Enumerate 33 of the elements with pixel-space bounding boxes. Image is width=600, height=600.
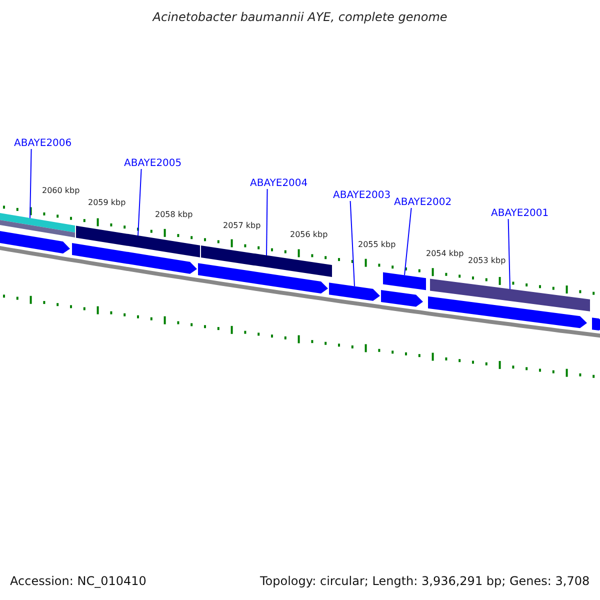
tick-label: 2057 kbp [223, 221, 261, 230]
gene-bar [383, 272, 426, 290]
footer-text: Topology: circular; Length: 3,936,291 bp; Genes: 3,708 [260, 574, 590, 588]
gene-bar [430, 278, 590, 312]
gene-label: ABAYE2005 [124, 158, 182, 169]
leader-line [266, 188, 268, 256]
leader-line [138, 168, 142, 236]
gene-bar [0, 213, 75, 238]
gene-feature [592, 318, 600, 330]
tick-label: 2054 kbp [426, 249, 464, 258]
gene-bar [76, 226, 200, 258]
gene-label: ABAYE2002 [394, 197, 452, 208]
tick-label: 2055 kbp [358, 240, 396, 249]
leader-line [508, 218, 510, 290]
tick-label: 2053 kbp [468, 256, 506, 265]
gene-feature [0, 231, 70, 254]
leader-line [30, 148, 32, 219]
gene-bar [201, 246, 332, 278]
gene-feature [428, 296, 587, 328]
gene-feature [381, 290, 423, 307]
gene-label: ABAYE2003 [333, 190, 391, 201]
footer-text: Accession: NC_010410 [10, 574, 146, 588]
tick-label: 2060 kbp [42, 186, 80, 195]
gene-feature [329, 282, 380, 301]
gene-label: ABAYE2006 [14, 138, 72, 149]
leader-line [350, 200, 355, 287]
gene-feature [72, 243, 197, 274]
leader-line [404, 208, 412, 276]
gene-label: ABAYE2004 [250, 178, 308, 189]
title: Acinetobacter baumannii AYE, complete genome [151, 10, 448, 24]
gene-feature [198, 263, 328, 294]
tick-label: 2059 kbp [88, 198, 126, 207]
gene-label: ABAYE2001 [491, 208, 549, 219]
